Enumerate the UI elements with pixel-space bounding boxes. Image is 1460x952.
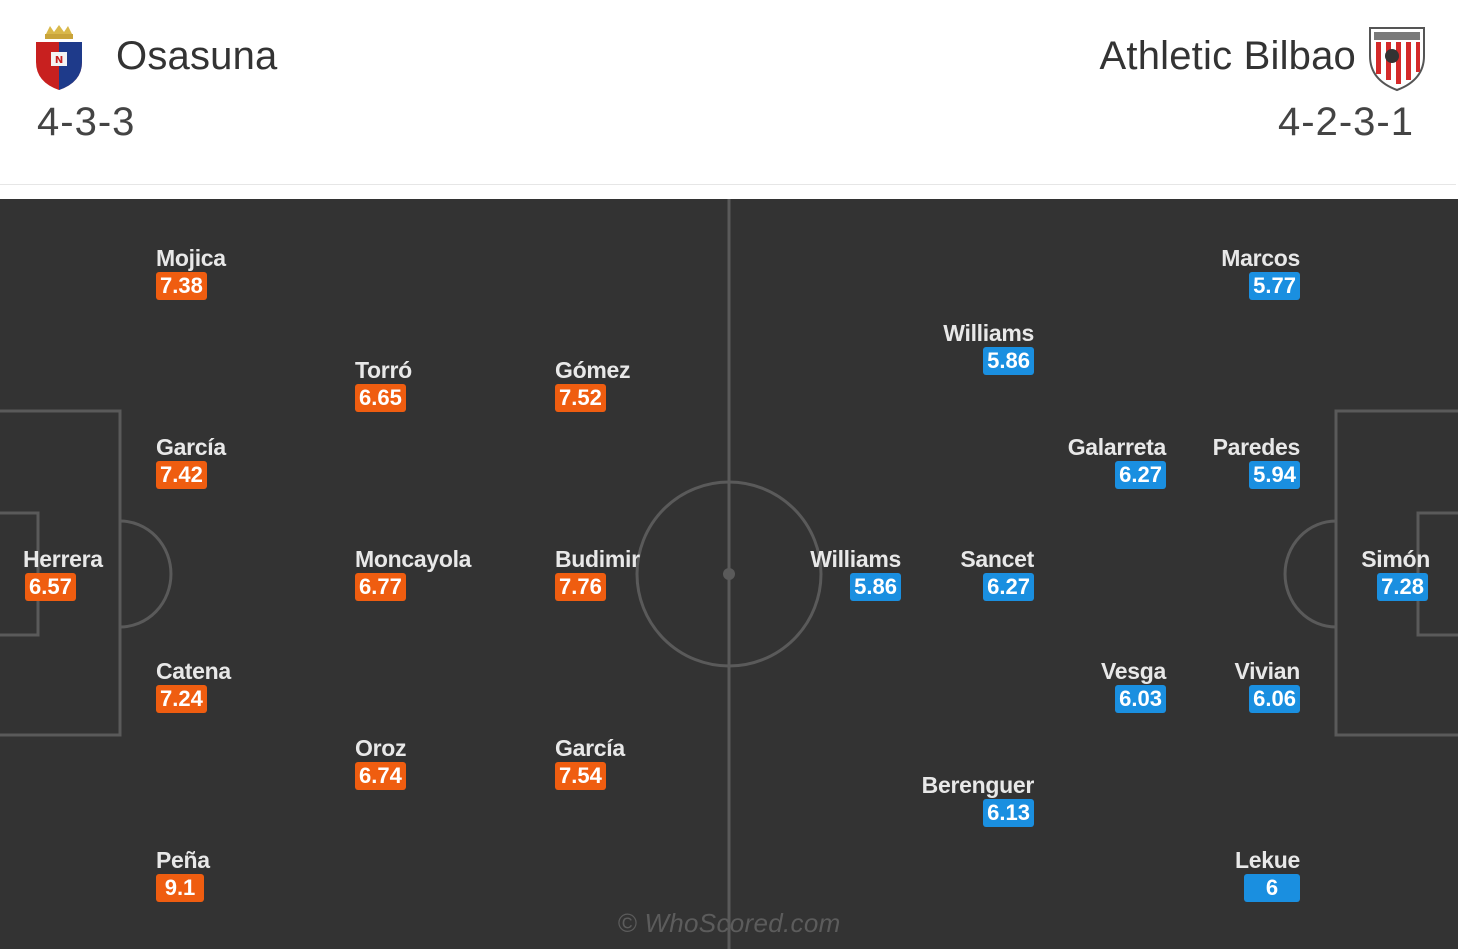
home-formation: 4-3-3 [37, 100, 136, 144]
player-name: Gómez [555, 357, 631, 383]
rating-badge: 7.28 [1377, 573, 1428, 601]
player-name: Sancet [960, 546, 1034, 572]
player-name: Vesga [1101, 658, 1166, 684]
rating-badge: 7.52 [555, 384, 606, 412]
player-name: Moncayola [355, 546, 472, 572]
player-name: Paredes [1212, 434, 1301, 460]
home-team-name: Osasuna [116, 34, 278, 78]
rating-badge: 6.74 [355, 762, 406, 790]
rating-badge: 6.27 [1115, 461, 1166, 489]
player-name: García [555, 735, 625, 761]
rating-badge: 7.76 [555, 573, 606, 601]
player-name: Vivian [1234, 658, 1300, 684]
player-name: Peña [156, 847, 210, 873]
rating-badge: 6.06 [1249, 685, 1300, 713]
rating-badge: 7.54 [555, 762, 606, 790]
rating-badge: 9.1 [156, 874, 204, 902]
rating-badge: 5.94 [1249, 461, 1300, 489]
away-formation: 4-2-3-1 [1278, 100, 1414, 144]
player-name: Torró [355, 357, 412, 383]
rating-badge: 6.65 [355, 384, 406, 412]
svg-text:N: N [55, 55, 63, 66]
rating-badge: 7.42 [156, 461, 207, 489]
player-name: Mojica [156, 245, 226, 271]
football-pitch: Mojica 7.38 Torró 6.65 Gómez 7.52 García… [0, 199, 1458, 949]
rating-badge: 5.77 [1249, 272, 1300, 300]
rating-badge: 6.03 [1115, 685, 1166, 713]
player-name: Simón [1361, 546, 1430, 572]
watermark: © WhoScored.com [617, 908, 841, 938]
player-name: Berenguer [921, 772, 1035, 798]
rating-badge: 6.57 [25, 573, 76, 601]
rating-badge: 5.86 [983, 347, 1034, 375]
rating-badge: 6.77 [355, 573, 406, 601]
rating-badge: 6 [1244, 874, 1300, 902]
player-name: Herrera [23, 546, 103, 572]
rating-badge: 7.24 [156, 685, 207, 713]
rating-badge: 5.86 [850, 573, 901, 601]
pitch-lines [0, 199, 1458, 949]
rating-badge: 6.27 [983, 573, 1034, 601]
player-name: Budimir [555, 546, 640, 572]
rating-badge: 7.38 [156, 272, 207, 300]
osasuna-crest-icon: N [32, 24, 86, 92]
player-name: Catena [156, 658, 231, 684]
player-name: Oroz [355, 735, 407, 761]
player-name: Williams [810, 546, 901, 572]
rating-badge: 6.13 [983, 799, 1034, 827]
athletic-bilbao-crest-icon [1366, 22, 1428, 92]
player-name: Galarreta [1067, 434, 1167, 460]
match-header: N Osasuna 4-3-3 Athletic Bilbao 4-2-3-1 [0, 0, 1456, 185]
away-team-name: Athletic Bilbao [1099, 34, 1356, 78]
player-name: García [156, 434, 226, 460]
player-name: Lekue [1235, 847, 1300, 873]
player-name: Williams [943, 320, 1034, 346]
player-name: Marcos [1221, 245, 1300, 271]
